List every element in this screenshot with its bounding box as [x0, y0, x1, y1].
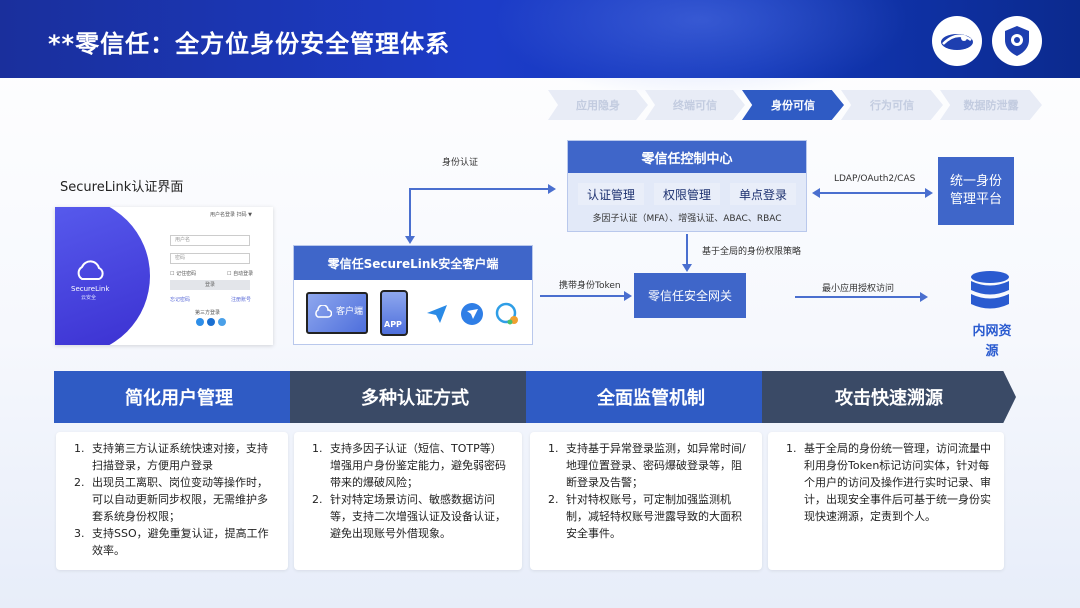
list-item: 基于全局的身份统一管理，访问流量中利用身份Token标记访问实体，针对每个用户的… [800, 440, 994, 525]
list-item: 针对特定场景访问、敏感数据访问等，支持二次增强认证及设备认证，避免出现账号外借现… [326, 491, 512, 542]
policy-label: 基于全局的身份权限策略 [702, 247, 802, 257]
category-multi-auth: 多种认证方式 [290, 371, 540, 423]
min-access-label: 最小应用授权访问 [822, 284, 895, 294]
category-full-monitoring: 全面监管机制 [526, 371, 776, 423]
connector [686, 234, 688, 264]
dingtalk-icon [460, 302, 484, 330]
third-party-icon-2[interactable] [207, 318, 215, 326]
auth-management-button[interactable]: 认证管理 [578, 183, 644, 205]
arrow-head [548, 184, 556, 194]
connector [409, 188, 549, 190]
login-button[interactable]: 登录 [170, 280, 250, 290]
auth-preview-title: SecureLink认证界面 [60, 180, 184, 195]
connector [409, 188, 411, 242]
securelink-client-box: 零信任SecureLink安全客户端 客户端 APP [293, 245, 533, 345]
auto-login-checkbox[interactable]: ☐ 自动登录 [227, 271, 254, 277]
database-icon [968, 270, 1012, 318]
control-center-title: 零信任控制中心 [568, 141, 806, 173]
arrow-head [405, 236, 415, 244]
header-bar [0, 0, 1080, 100]
list-item: 针对特权账号，可定制加强监测机制，减轻特权账号泄露导致的大面积安全事件。 [562, 491, 752, 542]
protocols-label: LDAP/OAuth2/CAS [834, 174, 916, 184]
third-party-icon-3[interactable] [218, 318, 226, 326]
card-attack-tracing: 基于全局的身份统一管理，访问流量中利用身份Token标记访问实体，针对每个用户的… [768, 432, 1004, 570]
third-party-icon-1[interactable] [196, 318, 204, 326]
connector [818, 192, 926, 194]
client-title: 零信任SecureLink安全客户端 [294, 246, 532, 280]
list-item: 出现员工离职、岗位变动等操作时，可以自动更新同步权限，无需维护多套系统身份权限； [88, 474, 278, 525]
card-full-monitoring: 支持基于异常登录监测，如异常时间/地理位置登录、密码爆破登录等，阻断登录及告警；… [530, 432, 762, 570]
single-sign-on-button[interactable]: 单点登录 [730, 183, 796, 205]
identity-auth-label: 身份认证 [442, 158, 479, 168]
step-data-leak-prevention: 数据防泄露 [940, 90, 1042, 120]
cloud-icon [314, 304, 333, 318]
remember-checkbox[interactable]: ☐ 记住密码 [170, 271, 197, 277]
arrow-head [682, 264, 692, 272]
mobile-app-label: APP [384, 320, 402, 329]
step-identity-trust: 身份可信 [742, 90, 844, 120]
arrow-head [624, 291, 632, 301]
control-center-box: 零信任控制中心 认证管理 权限管理 单点登录 多因子认证（MFA）、增强认证、A… [567, 140, 807, 232]
security-gateway-box: 零信任安全网关 [634, 273, 746, 318]
shield-logo-icon [992, 16, 1042, 66]
connector [795, 296, 921, 298]
password-input[interactable]: 密码 [170, 253, 250, 264]
unified-identity-platform: 统一身份管理平台 [938, 157, 1014, 225]
arrow-head [920, 292, 928, 302]
chat-icon [494, 302, 520, 330]
login-top-links[interactable]: 用户名登录 扫码 ▼ [210, 212, 253, 218]
forgot-password-link[interactable]: 忘记密码 [170, 297, 191, 303]
arrow-head [925, 188, 933, 198]
desktop-client-icon: 客户端 [306, 292, 368, 334]
step-endpoint-trust: 终端可信 [645, 90, 745, 120]
step-app-hidden: 应用隐身 [548, 90, 648, 120]
step-behavior-trust: 行为可信 [841, 90, 943, 120]
permission-management-button[interactable]: 权限管理 [654, 183, 720, 205]
username-input[interactable]: 用户名 [170, 235, 250, 246]
login-brand-sub: 云安全 [81, 295, 97, 301]
register-link[interactable]: 注册账号 [231, 297, 252, 303]
card-simplify-user-mgmt: 支持第三方认证系统快速对接，支持扫描登录，方便用户登录 出现员工离职、岗位变动等… [56, 432, 288, 570]
list-item: 支持基于异常登录监测，如异常时间/地理位置登录、密码爆破登录等，阻断登录及告警； [562, 440, 752, 491]
card-multi-auth: 支持多因子认证（短信、TOTP等）增强用户身份鉴定能力，避免弱密码带来的爆破风险… [294, 432, 522, 570]
category-attack-tracing: 攻击快速溯源 [762, 371, 1016, 423]
list-item: 支持SSO，避免重复认证，提高工作效率。 [88, 525, 278, 559]
desktop-client-label: 客户端 [336, 307, 364, 317]
login-window-preview: SecureLink 云安全 用户名登录 扫码 ▼ 用户名 密码 ☐ 记住密码 … [55, 207, 273, 345]
list-item: 支持多因子认证（短信、TOTP等）增强用户身份鉴定能力，避免弱密码带来的爆破风险… [326, 440, 512, 491]
arrow-head [812, 188, 820, 198]
mobile-app-icon: APP [380, 290, 408, 336]
token-label: 携带身份Token [559, 281, 621, 291]
send-icon [426, 304, 448, 328]
page-title: **零信任：全方位身份安全管理体系 [48, 30, 451, 58]
third-party-label: 第三方登录 [195, 310, 221, 316]
category-simplify-user-mgmt: 简化用户管理 [54, 371, 304, 423]
intranet-resources-label: 内网资源 [972, 324, 1012, 359]
cloud-logo-icon [932, 16, 982, 66]
connector [540, 295, 626, 297]
control-center-caption: 多因子认证（MFA）、增强认证、ABAC、RBAC [592, 214, 782, 224]
login-brand: SecureLink [71, 285, 110, 293]
cloud-icon [73, 259, 107, 283]
list-item: 支持第三方认证系统快速对接，支持扫描登录，方便用户登录 [88, 440, 278, 474]
